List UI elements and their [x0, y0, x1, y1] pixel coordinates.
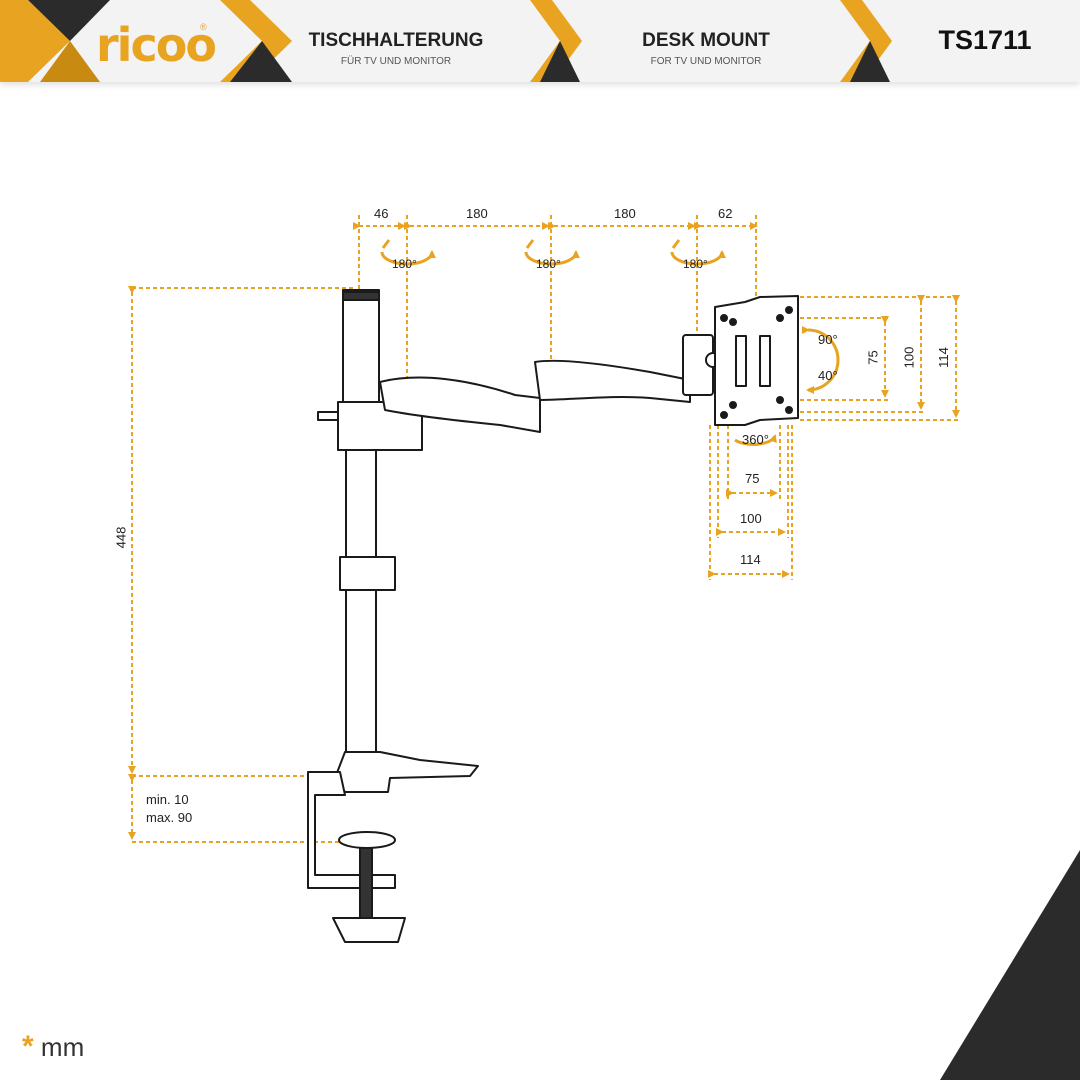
vesa-plate: [714, 295, 799, 426]
unit-label: mm: [40, 1032, 85, 1062]
header-chevron: [0, 0, 70, 82]
asterisk-marker: *: [22, 1030, 34, 1063]
arm-segment-1: [379, 376, 541, 433]
brand-logo: ricoo: [96, 18, 217, 72]
pole-height-label: 448: [113, 526, 129, 549]
header-decoration: [0, 0, 892, 82]
cable-clip: [339, 556, 396, 591]
base-plate: [334, 751, 479, 793]
clamp-pad: [338, 831, 396, 849]
clamp-handle: [332, 917, 406, 943]
header-triangle: [40, 41, 100, 82]
model-number: TS1711: [938, 25, 1032, 55]
dimension-lines: [128, 215, 960, 843]
vesa-horizontal-75: 75: [745, 471, 760, 486]
vesa-horizontal-114: 114: [740, 552, 761, 567]
vesa-vertical-75: 75: [865, 350, 881, 365]
subtitle-english: FOR TV UND MONITOR: [650, 56, 762, 67]
tilt-down-label: 40°: [818, 368, 838, 383]
dim-top-4: 62: [718, 206, 733, 221]
header-triangle: [28, 0, 110, 41]
rotation-arrows: [380, 239, 840, 446]
dim-top-1: 46: [374, 206, 389, 221]
rotation-label: 360°: [742, 432, 769, 447]
header-triangle: [850, 41, 890, 82]
arm-segment-2: [534, 359, 691, 403]
mount-drawing: [307, 289, 799, 943]
pole-body: [345, 439, 377, 756]
collar-knob: [317, 411, 339, 421]
clamp-body: [307, 771, 396, 889]
vesa-slot: [735, 335, 747, 387]
pole-cap: [342, 291, 380, 301]
dim-top-2: 180: [466, 206, 488, 221]
header-triangle: [540, 41, 580, 82]
title-german: TISCHHALTERUNG: [308, 30, 484, 51]
tilt-up-label: 90°: [818, 332, 838, 347]
vesa-horizontal-100: 100: [740, 511, 762, 526]
clamp-max-label: max. 90: [146, 810, 193, 825]
header-banner: ricoo ® TISCHHALTERUNG FÜR TV UND MONITO…: [0, 0, 1080, 82]
clamp-min-label: min. 10: [146, 792, 189, 807]
registered-mark: ®: [200, 22, 207, 32]
swivel-label-3: 180°: [683, 257, 708, 271]
vesa-slot: [759, 335, 771, 387]
swivel-label-2: 180°: [536, 257, 561, 271]
subtitle-german: FÜR TV UND MONITOR: [340, 56, 452, 67]
clamp-screw: [359, 847, 373, 919]
pole-top: [342, 289, 380, 403]
header-triangle: [230, 41, 292, 82]
dim-top-3: 180: [614, 206, 636, 221]
unit-note: * mm: [22, 1030, 84, 1064]
vesa-vertical-114: 114: [935, 347, 951, 368]
title-english: DESK MOUNT: [642, 30, 770, 51]
vesa-vertical-100: 100: [901, 346, 917, 369]
swivel-label-1: 180°: [392, 257, 417, 271]
